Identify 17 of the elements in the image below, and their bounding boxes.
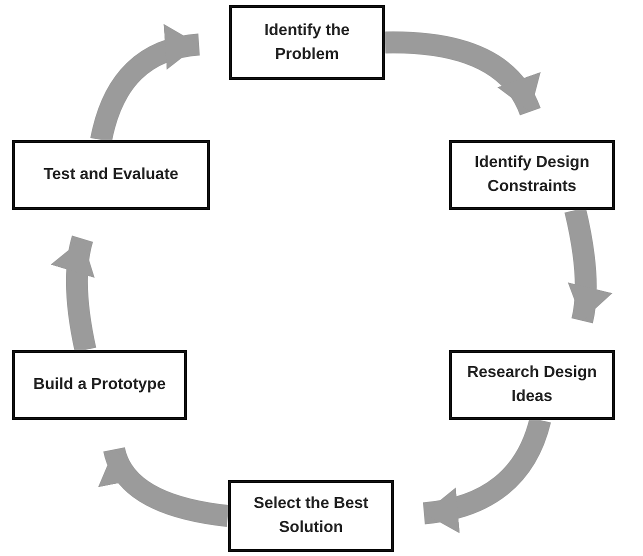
step-label: Research Design Ideas: [466, 363, 598, 407]
step-label: Identify Design Constraints: [474, 153, 590, 197]
step-box: [449, 350, 615, 420]
curved-arrow: [52, 236, 96, 352]
step-box: [12, 140, 210, 210]
step-box: [12, 350, 187, 420]
step-label: Build a Prototype: [33, 375, 166, 395]
curved-arrow: [564, 208, 612, 324]
curved-arrow: [384, 32, 540, 116]
step-box: [228, 480, 394, 552]
step-label: Identify the Problem: [263, 20, 351, 64]
step-box: [449, 140, 615, 210]
step-box: [229, 5, 385, 80]
curved-arrow: [100, 446, 230, 527]
curved-arrow: [90, 26, 200, 142]
step-label: Select the Best Solution: [252, 494, 370, 538]
step-label: Test and Evaluate: [44, 165, 178, 185]
